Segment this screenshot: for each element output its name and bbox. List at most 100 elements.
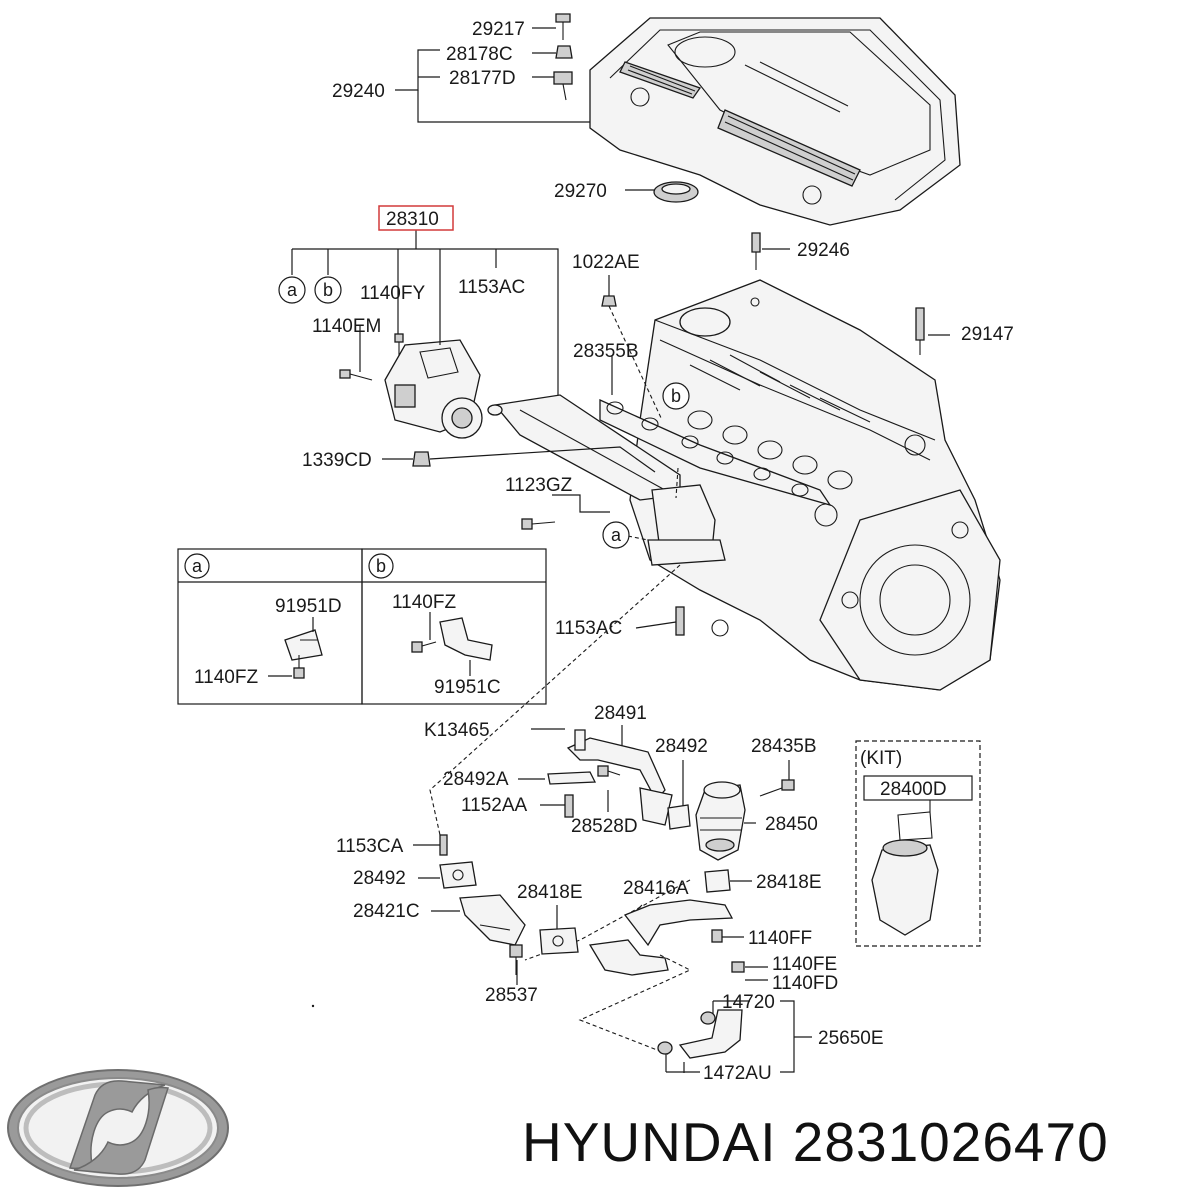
kit-box xyxy=(855,740,981,947)
kit-part-box xyxy=(863,775,973,801)
svg-text:a: a xyxy=(192,556,203,576)
label-14720: 14720 xyxy=(722,992,775,1013)
bolt-1140ff xyxy=(711,929,723,943)
label-1022ae: 1022AE xyxy=(572,252,640,273)
callout-a-engine: a xyxy=(602,521,630,549)
label-1140fe: 1140FE xyxy=(772,954,837,975)
label-1140ff: 1140FF xyxy=(748,928,812,949)
label-28435b: 28435B xyxy=(751,736,817,757)
stud-1153ca xyxy=(439,834,448,856)
stray-dot xyxy=(311,1004,315,1008)
gasket-28418e-right xyxy=(704,869,731,893)
svg-text:b: b xyxy=(671,386,681,406)
label-28416a: 28416A xyxy=(623,878,689,899)
clamp-14720 xyxy=(700,1011,716,1025)
bolt-1123gz xyxy=(521,518,556,530)
gasket-28418e-center xyxy=(539,927,579,955)
seal-29270 xyxy=(653,181,699,203)
label-28492-top: 28492 xyxy=(655,736,708,757)
clamp-1472au xyxy=(657,1041,673,1055)
egr-flange-housing xyxy=(647,484,726,566)
sensor-29147 xyxy=(915,307,925,355)
gasket-28492a xyxy=(547,771,597,785)
engine-cover xyxy=(589,17,961,226)
bolt-1140em xyxy=(339,369,373,381)
label-91951d: 91951D xyxy=(275,596,342,617)
label-28310: 28310 xyxy=(386,209,439,230)
label-1123gz: 1123GZ xyxy=(505,475,573,496)
bracket-91951c xyxy=(439,617,493,676)
label-1153ac-mid: 1153AC xyxy=(555,618,622,639)
label-28355b: 28355B xyxy=(573,341,639,362)
svg-text:b: b xyxy=(376,556,386,576)
label-29246: 29246 xyxy=(797,240,850,261)
label-k13465: K13465 xyxy=(424,720,490,741)
flywheel-housing xyxy=(819,489,1001,691)
adapter-28421c xyxy=(459,894,526,946)
label-29217: 29217 xyxy=(472,19,525,40)
svg-text:b: b xyxy=(323,280,333,300)
egr-pipe-1153ac xyxy=(487,394,681,501)
label-1140em: 1140EM xyxy=(312,316,381,337)
hose-25650e xyxy=(678,1009,743,1059)
gasket-28492-mid xyxy=(439,861,477,889)
gasket-28492-top xyxy=(667,804,691,830)
grommet-28178c xyxy=(555,45,573,59)
callout-b-engine: b xyxy=(662,382,690,410)
label-1153ca: 1153CA xyxy=(336,836,404,857)
bracket-91951d xyxy=(284,617,323,661)
bolt-28435b xyxy=(759,779,795,797)
label-kit: (KIT) xyxy=(860,748,902,769)
bolt-1152aa xyxy=(564,794,574,818)
label-1140fz-a: 1140FZ xyxy=(194,667,258,688)
label-28492-mid: 28492 xyxy=(353,868,406,889)
sensor-29246 xyxy=(751,232,761,270)
label-28418e-right: 28418E xyxy=(756,872,822,893)
bolt-1140fy xyxy=(394,333,404,356)
callout-b-box: b xyxy=(368,553,394,579)
stud-1153ac xyxy=(675,606,685,636)
label-29147: 29147 xyxy=(961,324,1014,345)
hyundai-logo xyxy=(7,1069,229,1187)
label-29240: 29240 xyxy=(332,81,385,102)
label-28177d: 28177D xyxy=(449,68,516,89)
detail-box-b xyxy=(361,548,547,705)
bolt-29217 xyxy=(555,13,571,40)
intake-ports xyxy=(687,410,853,490)
svg-text:a: a xyxy=(611,525,622,545)
highlight-box-28310 xyxy=(378,205,454,231)
grommet-28177d xyxy=(553,71,573,101)
nut-1339cd xyxy=(412,451,431,467)
egr-valve-28450 xyxy=(695,781,746,861)
brand-part-number: HYUNDAI 2831026470 xyxy=(522,1111,1109,1173)
label-1140fz-b: 1140FZ xyxy=(392,592,456,613)
callout-a-top: a xyxy=(278,276,306,304)
cover-grille-lower xyxy=(717,109,861,187)
gasket-28355b xyxy=(599,398,832,507)
label-28537: 28537 xyxy=(485,985,538,1006)
callout-a-box: a xyxy=(184,553,210,579)
valve-cover-ribs xyxy=(689,354,871,423)
label-28492a: 28492A xyxy=(443,769,509,790)
label-28450: 28450 xyxy=(765,814,818,835)
label-1140fd: 1140FD xyxy=(772,973,838,994)
label-1140fy: 1140FY xyxy=(360,283,425,304)
label-28491: 28491 xyxy=(594,703,647,724)
bolt-1140fz-b xyxy=(411,612,437,653)
callout-b-top: b xyxy=(314,276,342,304)
throttle-body-28310 xyxy=(384,339,483,439)
engine-block xyxy=(629,279,1001,691)
egr-tube-28491 xyxy=(566,729,673,826)
bolt-1140fe xyxy=(731,961,745,973)
elbow-28416a xyxy=(588,899,734,976)
label-1339cd: 1339CD xyxy=(302,450,372,471)
label-28528d: 28528D xyxy=(571,816,638,837)
label-28418e-center: 28418E xyxy=(517,882,583,903)
part-labels: 29217 28178C 29240 28177D 29270 28310 29… xyxy=(194,19,1014,1084)
nut-1022ae xyxy=(601,295,617,307)
label-91951c: 91951C xyxy=(434,677,501,698)
label-1153ac-top: 1153AC xyxy=(458,277,525,298)
label-28421c: 28421C xyxy=(353,901,420,922)
bolt-1140fz-a xyxy=(268,655,305,679)
